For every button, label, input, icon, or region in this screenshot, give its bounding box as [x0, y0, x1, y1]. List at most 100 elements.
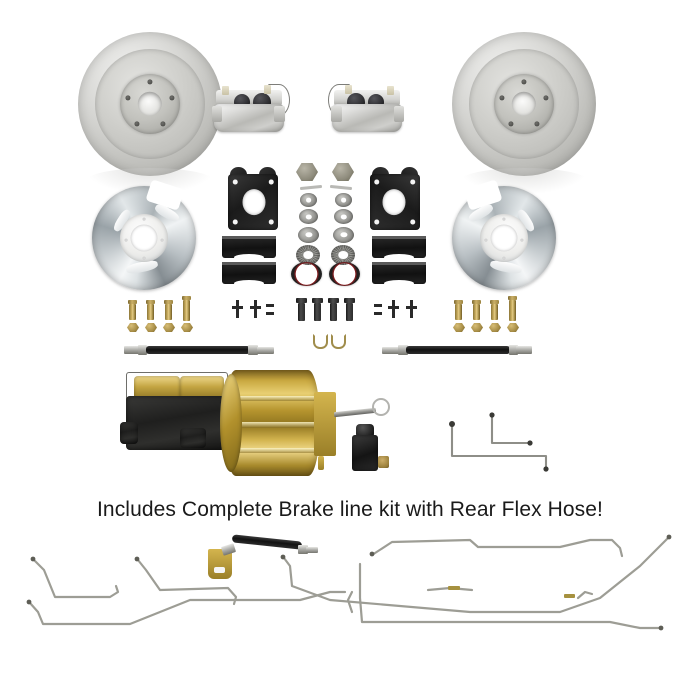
rear-hose-end-fitting	[306, 547, 318, 553]
retaining-clip	[406, 306, 417, 309]
proportioning-valve-assembly	[348, 424, 390, 478]
shield-center-bore	[130, 224, 158, 252]
line-end-fitting	[489, 412, 495, 418]
bolt-nut	[145, 323, 157, 332]
line-union-fitting	[448, 586, 460, 590]
bolt-shank	[129, 304, 136, 320]
brake-line-jog	[576, 590, 594, 600]
shield-center-bore	[490, 224, 518, 252]
line-end-fitting	[26, 599, 32, 605]
booster-crimp-band	[224, 396, 320, 401]
wheel-bearing-outer	[296, 245, 320, 265]
spindle-washer	[334, 209, 353, 224]
shield-bolt-hole	[142, 217, 146, 221]
front-flex-hose-right	[382, 344, 532, 358]
hose-rubber-section	[406, 346, 510, 354]
brake-rotor-right	[452, 32, 596, 176]
bolt-shank	[165, 304, 172, 320]
caliper-mount-ear	[331, 106, 342, 122]
retaining-clip	[250, 306, 261, 309]
booster-mounting-bracket	[314, 392, 336, 456]
rear-flex-hose-assembly	[208, 534, 318, 583]
bracket-plate	[228, 174, 278, 230]
thrust-washer	[333, 227, 354, 243]
booster-crimp-band	[224, 422, 320, 428]
caliper-bleeder-screw	[387, 86, 394, 95]
bracket-bolt-hole	[374, 219, 380, 225]
shield-bolt-hole	[520, 238, 524, 242]
washer-bore	[340, 213, 347, 220]
bolt-head	[146, 300, 155, 304]
line-union-fitting	[564, 594, 575, 598]
bolt-kit-left	[126, 296, 200, 334]
caliper-lower-housing	[214, 104, 284, 132]
cotter-pin	[329, 184, 353, 191]
lug-hole	[125, 95, 131, 101]
booster-pushrod	[333, 407, 377, 418]
washer-bore	[305, 213, 312, 220]
bolt-nut	[453, 323, 465, 332]
valve-body	[352, 435, 378, 471]
bolt-head	[490, 300, 499, 304]
brake-line-main-long	[28, 590, 347, 626]
lug-hole	[534, 121, 540, 127]
spindle-nut	[296, 163, 318, 181]
brake-caliper-left	[212, 82, 290, 144]
hose-end-fitting	[516, 346, 532, 354]
bolt-shank	[509, 300, 516, 321]
hose-banjo-fitting	[509, 345, 518, 355]
brake-pad	[222, 236, 276, 261]
lug-hole	[134, 121, 140, 127]
spindle-washer	[300, 193, 317, 207]
valve-brass-fitting	[378, 456, 389, 468]
brake-caliper-right	[328, 82, 404, 144]
bolt-shank	[314, 303, 321, 321]
caliper-mount-ear	[212, 106, 222, 122]
retaining-clip	[374, 312, 382, 315]
hose-crimp-collar	[248, 345, 258, 355]
pad-hardware-clips-right	[374, 300, 417, 322]
bolt-nut	[163, 323, 175, 332]
hose-retaining-u-clip	[313, 334, 328, 349]
brake-line-center-splice	[426, 586, 474, 592]
bolt-shank	[346, 303, 353, 321]
retaining-clip	[374, 304, 382, 307]
wheel-bearing-outer	[331, 245, 355, 265]
pad-friction-curve	[233, 280, 265, 287]
caliper-mount-ear	[274, 106, 285, 122]
brake-line-front-left	[32, 558, 120, 599]
lug-hole	[160, 121, 166, 127]
brake-pad	[372, 236, 426, 261]
caliper-bleeder-screw	[264, 85, 271, 94]
shield-bolt-hole	[124, 238, 128, 242]
bracket-bolt-hole	[268, 179, 274, 185]
hose-banjo-fitting	[138, 345, 147, 355]
spindle-washer	[299, 209, 318, 224]
promo-caption: Includes Complete Brake line kit with Re…	[96, 498, 603, 521]
caliper-bleeder-screw	[222, 86, 229, 95]
bolt-kit-right	[452, 296, 526, 334]
master-cylinder-outlet-boss	[180, 428, 206, 448]
booster-mounting-stud	[318, 456, 324, 470]
bracket-plate	[370, 174, 420, 230]
pad-friction-curve	[383, 280, 415, 287]
bearing-bore	[338, 251, 348, 259]
lug-hole	[147, 79, 153, 85]
line-end-fitting	[369, 551, 375, 557]
front-flex-hose-left	[124, 344, 274, 358]
bracket-bolt-hole	[232, 179, 238, 185]
retaining-clip	[392, 300, 395, 318]
bolt-head	[508, 296, 517, 300]
hose-end-fitting	[257, 347, 274, 354]
pad-friction-curve	[233, 254, 265, 261]
bolt-head	[164, 300, 173, 304]
pad-hardware-clips-left	[232, 300, 274, 322]
bolt-shank	[183, 300, 190, 321]
shield-bolt-hole	[502, 217, 506, 221]
rear-hose-rubber-section	[231, 534, 303, 550]
caliper-bolt-set	[296, 298, 358, 326]
bolt-nut	[489, 323, 501, 332]
bolt-head	[312, 298, 323, 303]
brake-line-lower-rear	[358, 562, 662, 630]
grease-seal	[329, 262, 360, 286]
